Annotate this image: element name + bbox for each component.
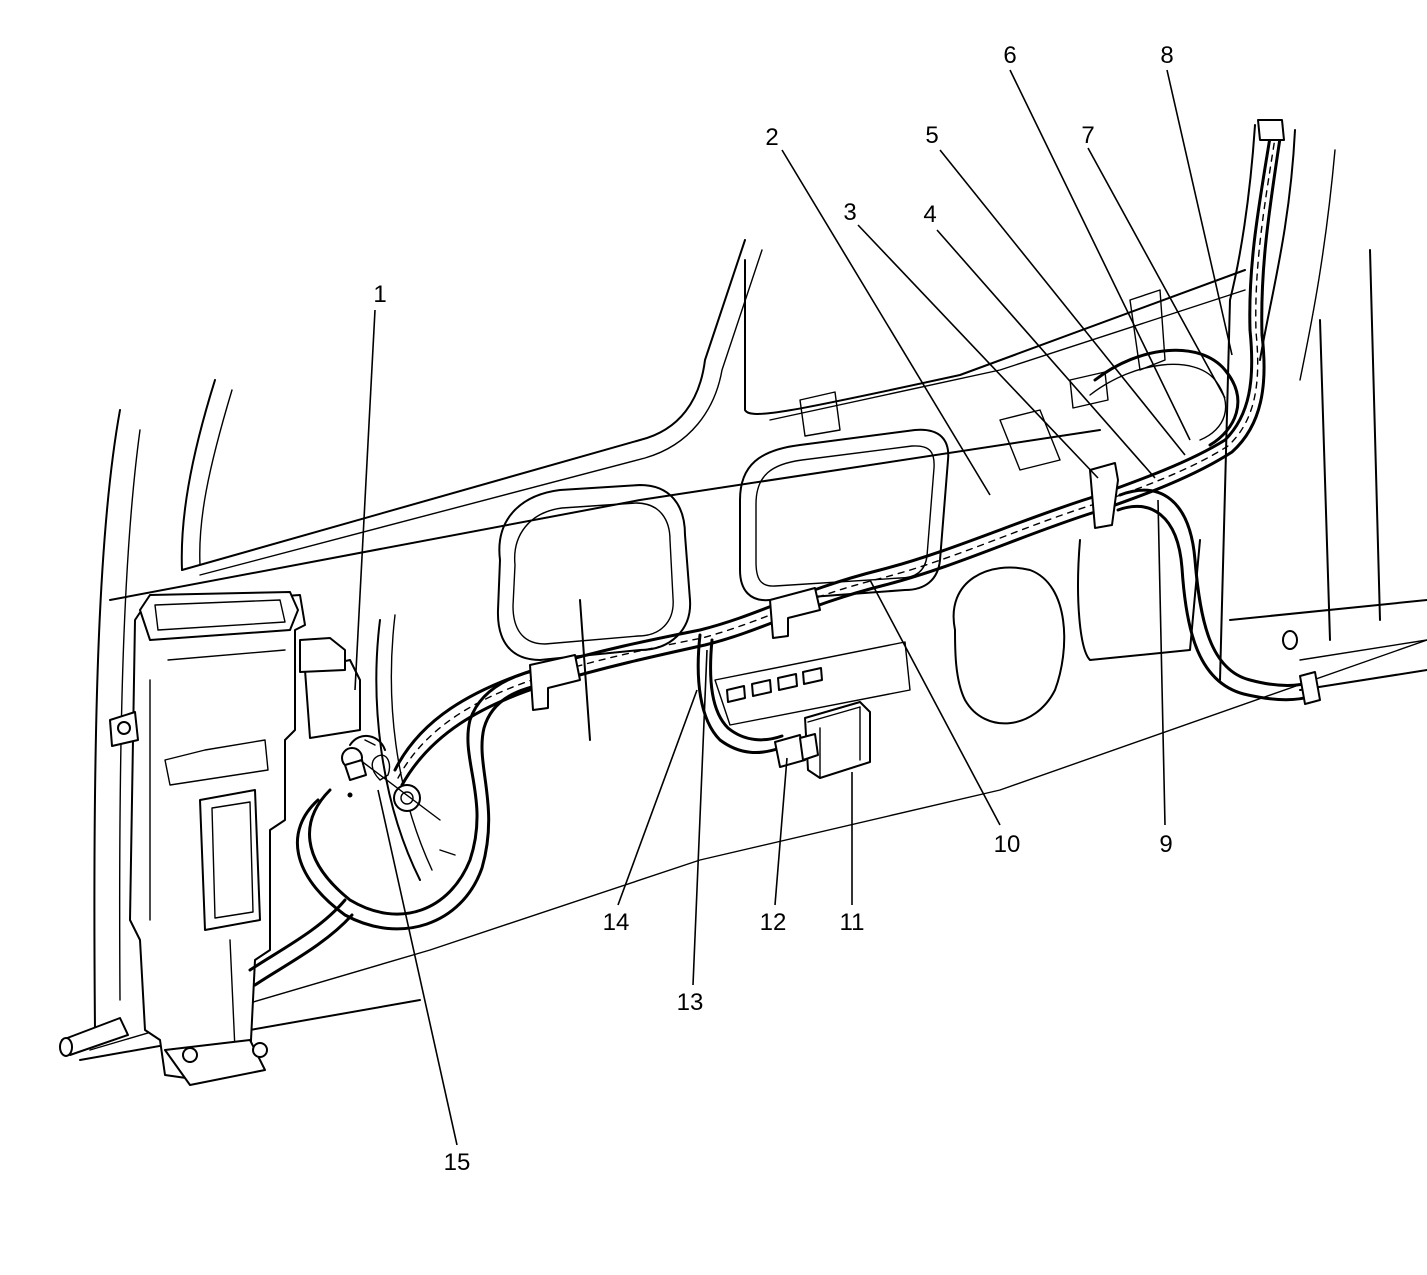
leader-5 [939,149,1186,456]
leader-1 [354,309,376,691]
leader-4 [936,229,1156,479]
callout-leaders [354,69,1233,1146]
callout-2: 2 [765,124,778,151]
callout-7: 7 [1081,122,1094,149]
callout-labels: 1 2 3 4 5 6 7 8 9 10 11 12 13 14 15 [373,42,1173,1176]
heater-duct-assembly [59,591,361,1086]
callout-10: 10 [994,831,1021,858]
callout-8: 8 [1160,42,1173,69]
leader-13 [692,649,708,986]
callout-3: 3 [843,199,856,226]
leader-9 [1157,499,1166,826]
body-panel-outline [79,124,1427,1061]
wiring-harness [248,119,1321,987]
ground-stud-assembly [341,735,456,856]
leader-6 [1009,69,1191,441]
leader-8 [1166,69,1233,356]
leader-3 [857,224,1099,479]
callout-11: 11 [840,909,865,936]
callout-1: 1 [373,281,386,308]
control-module-area [714,641,911,779]
callout-5: 5 [925,122,938,149]
callout-6: 6 [1003,42,1016,69]
leader-10 [869,579,1001,826]
callout-12: 12 [760,909,787,936]
callout-9: 9 [1159,831,1172,858]
callout-14: 14 [603,909,630,936]
leader-12 [774,757,788,906]
leader-14 [617,689,698,906]
leader-2 [781,149,991,496]
leader-7 [1087,147,1226,399]
callout-13: 13 [677,989,704,1016]
callout-15: 15 [444,1149,471,1176]
leader-15 [377,789,458,1146]
callout-4: 4 [923,201,936,228]
